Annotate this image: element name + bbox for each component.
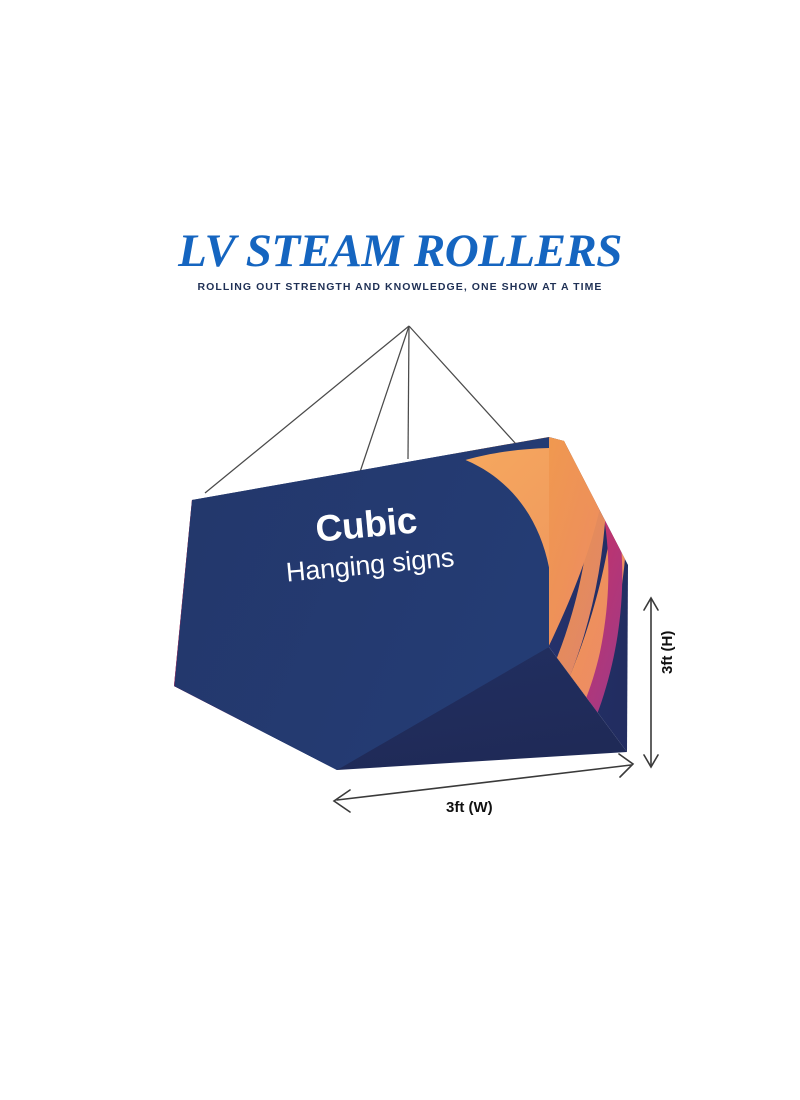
logo-tagline: ROLLING OUT STRENGTH AND KNOWLEDGE, ONE …	[197, 281, 603, 293]
hanging-cables-icon	[204, 325, 517, 494]
dimension-height-arrow-icon	[643, 596, 659, 769]
dimension-width-arrow-icon	[332, 753, 635, 813]
logo-wordmark: LV STEAM ROLLERS	[178, 225, 622, 277]
brand-logo: LV STEAM ROLLERS ROLLING OUT STRENGTH AN…	[0, 225, 800, 294]
dimension-width-label: 3ft (W)	[446, 799, 493, 816]
dimension-height-label: 3ft (H)	[659, 630, 676, 674]
